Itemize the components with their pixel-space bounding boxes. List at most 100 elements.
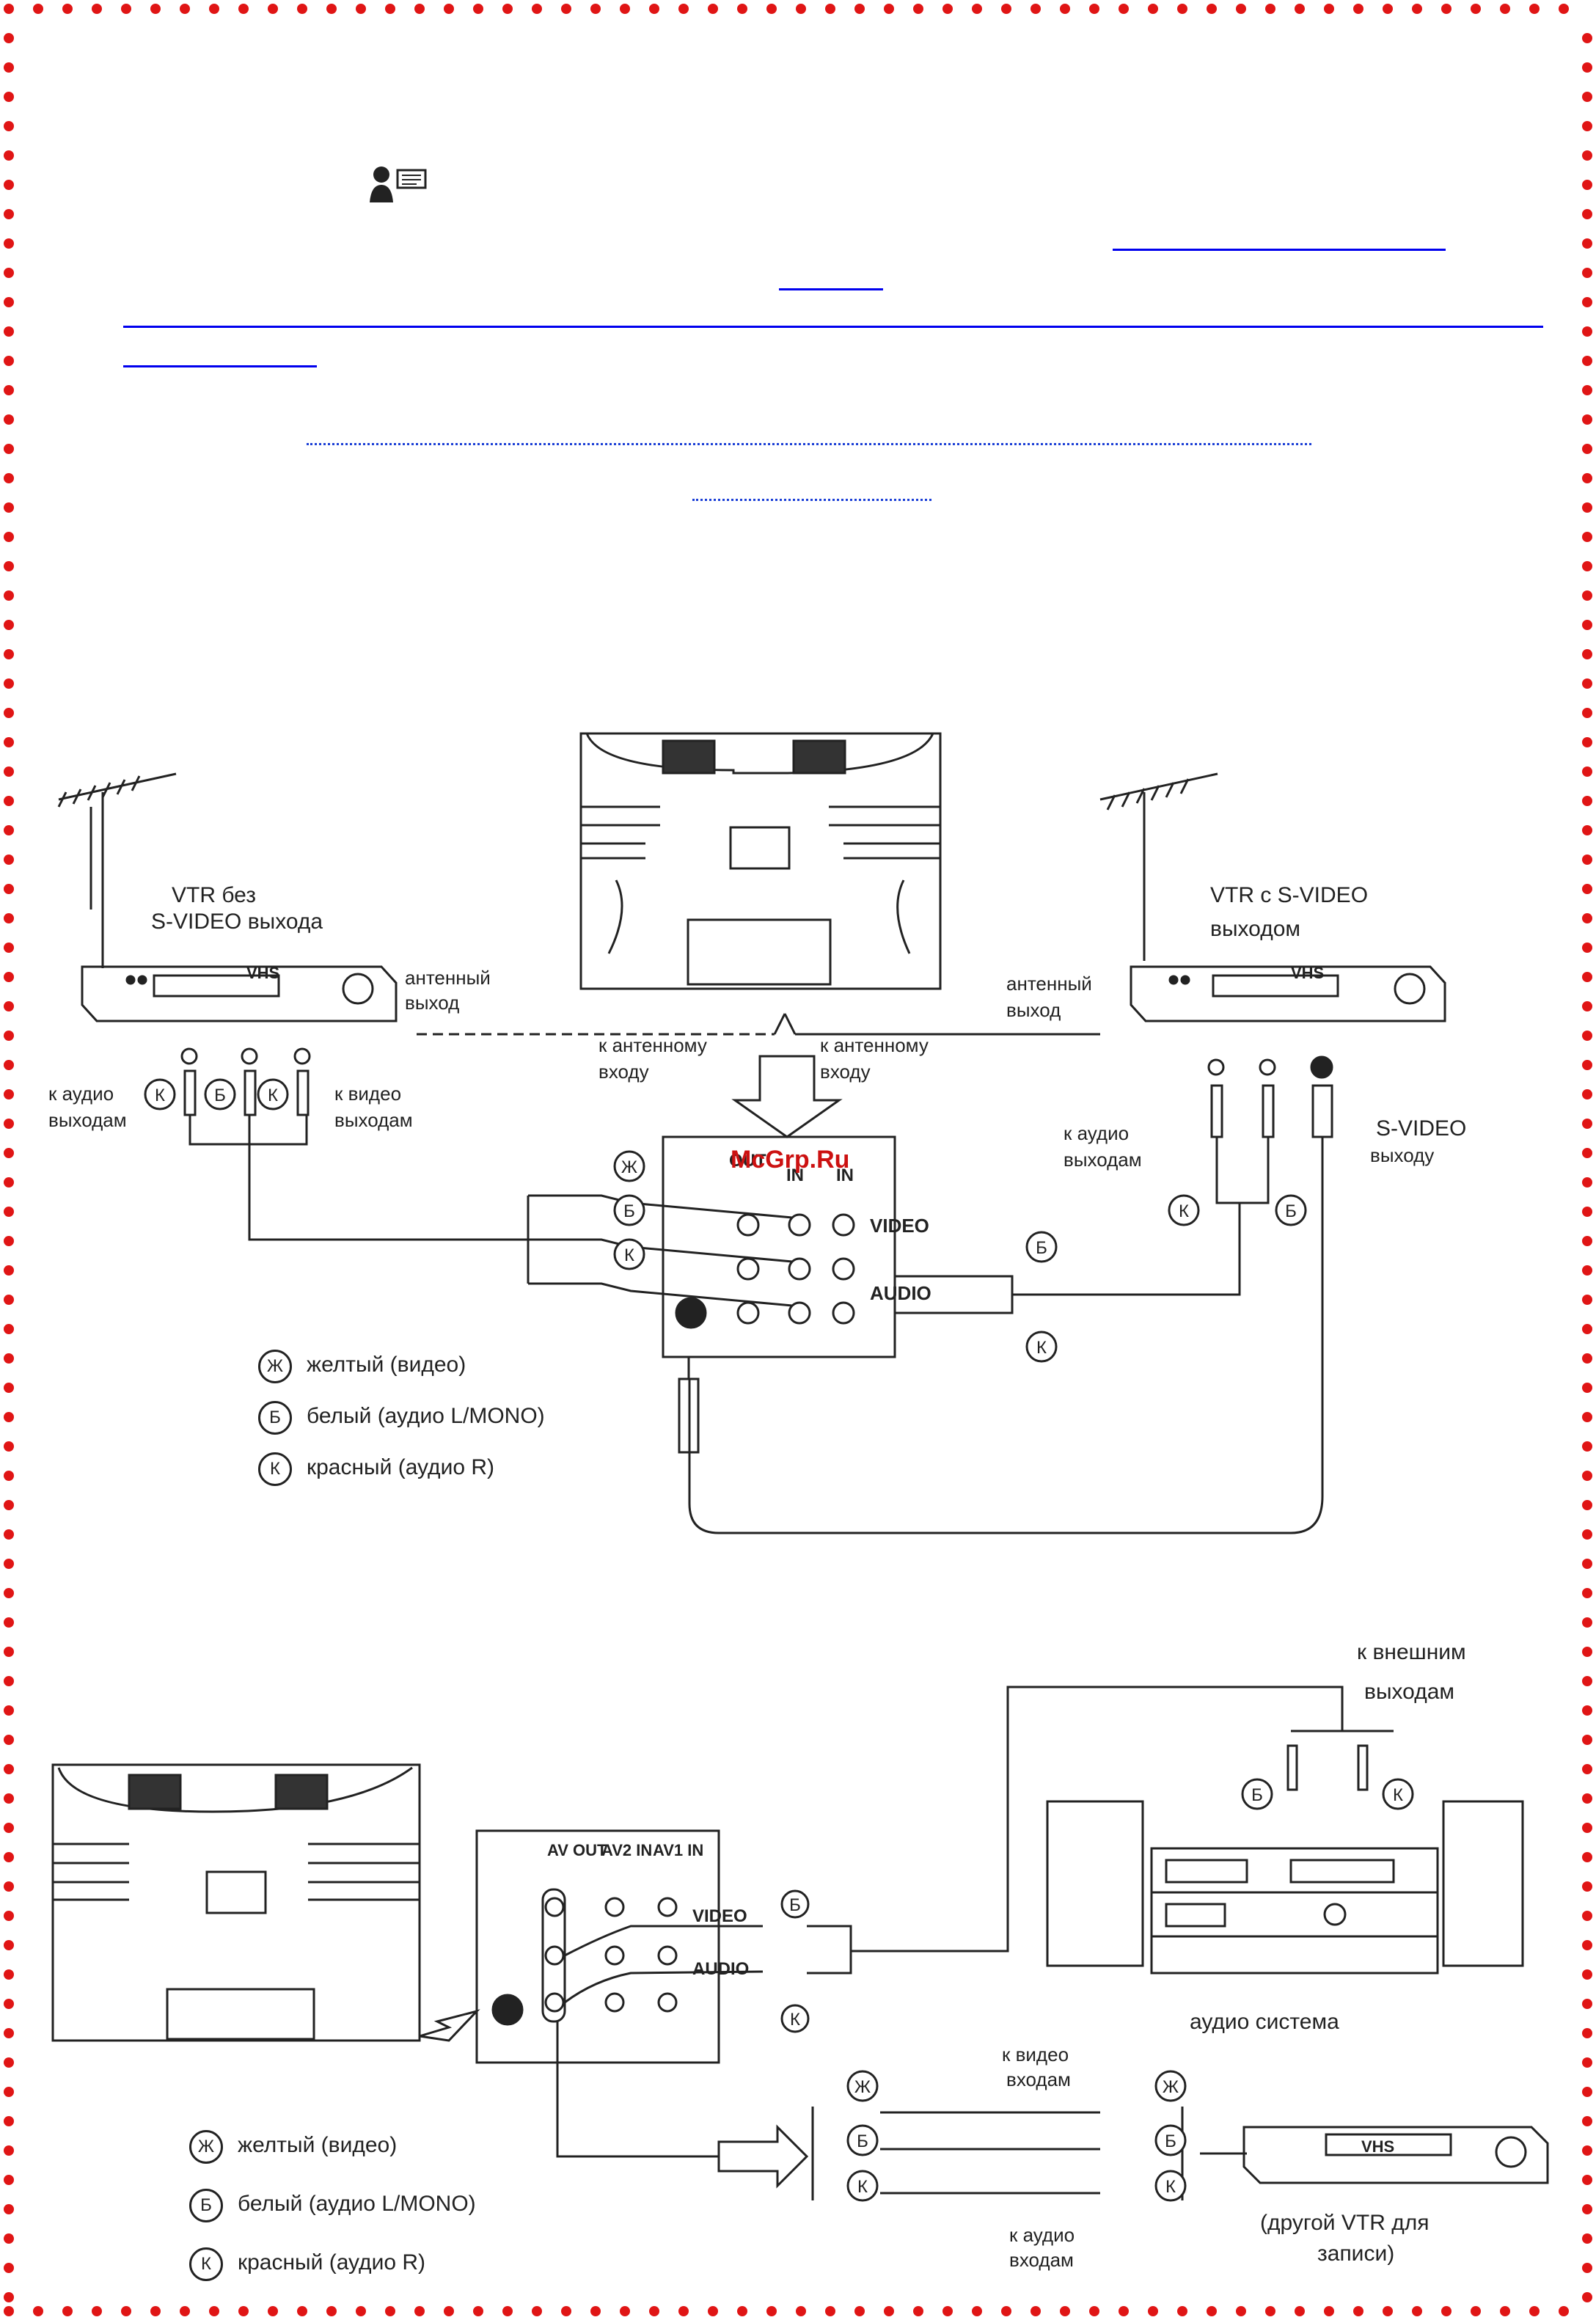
border-dot [1582,1852,1592,1862]
to-audio-out-left-1: к аудио [48,1083,114,1105]
border-dot [1148,2306,1158,2316]
to-ext-outputs-2: выходам [1364,1680,1455,1704]
border-dot [532,4,542,14]
border-dot [561,2306,571,2316]
border-dot [1001,4,1011,14]
border-dot [1582,972,1592,982]
border-dot [1582,268,1592,278]
border-dot [62,4,73,14]
antenna-out-left-1: антенный [405,967,491,989]
border-dot [4,502,14,513]
border-dot [4,150,14,161]
border-dot [1324,2306,1334,2316]
border-dot [1001,2306,1011,2316]
border-dot [708,2306,718,2316]
border-dot [1582,532,1592,542]
border-dot [4,297,14,307]
border-dot [1582,2087,1592,2097]
border-dot [1582,1119,1592,1129]
svg-text:Б: Б [1036,1238,1047,1258]
svg-text:Ж: Ж [621,1157,637,1177]
border-dot [4,1265,14,1276]
border-dot [1582,444,1592,454]
border-dot [4,855,14,865]
svg-text:VHS: VHS [1291,964,1324,982]
border-dot [1177,4,1187,14]
border-dot [1582,855,1592,865]
border-dot [209,4,219,14]
border-dot [209,2306,219,2316]
border-dot [766,2306,777,2316]
border-dot [356,2306,366,2316]
border-dot [1089,4,1099,14]
border-dot [1582,356,1592,366]
border-dot [121,4,131,14]
border-dot [33,2306,43,2316]
border-dot [4,1999,14,2009]
border-dot [1582,1705,1592,1716]
border-dot [1582,92,1592,102]
link-underline-1[interactable] [1113,249,1446,251]
border-dot [4,62,14,73]
border-dot [649,4,659,14]
border-dot [1582,766,1592,777]
border-dot [1582,796,1592,806]
border-dot [942,2306,953,2316]
vtr-left-label-2: S-VIDEO выхода [151,910,323,934]
border-dot [1353,4,1363,14]
border-dot [1177,2306,1187,2316]
to-ext-outputs-1: к внешним [1357,1640,1466,1664]
border-dot [4,1529,14,1540]
border-dot [414,2306,425,2316]
border-dot [1582,1793,1592,1804]
svg-text:Б: Б [1251,1785,1263,1805]
border-dot [1060,2306,1070,2316]
border-dot [1559,2306,1569,2316]
spellcheck-underline-2 [692,499,931,501]
border-dot [1582,1823,1592,1833]
border-dot [180,4,190,14]
border-dot [1582,884,1592,894]
border-dot [1295,2306,1305,2316]
link-underline-2[interactable] [779,288,883,290]
tv-rear-top [579,732,942,990]
border-dot [590,4,601,14]
border-dot [4,2116,14,2126]
border-dot [4,4,14,14]
border-dot [1582,1764,1592,1774]
border-dot [1582,1031,1592,1041]
border-dot [796,4,806,14]
border-dot [1500,2306,1510,2316]
to-audio-inputs-2: входам [1009,2249,1074,2271]
border-dot [1582,62,1592,73]
svg-text:OUT: OUT [729,1151,766,1171]
link-underline-4[interactable] [123,365,317,367]
border-dot [1582,2175,1592,2185]
border-dot [1031,4,1041,14]
border-dot [1441,2306,1452,2316]
border-dot [4,356,14,366]
border-dot [1582,825,1592,835]
border-dot [1582,1559,1592,1569]
vtr-left [81,965,398,1022]
spellcheck-underline-1 [307,443,1311,445]
border-dot [1207,2306,1217,2316]
border-dot [62,2306,73,2316]
other-vtr-label-1: (другой VTR для [1260,2211,1430,2235]
border-dot [1265,4,1275,14]
border-dot [4,708,14,718]
border-dot [4,1500,14,1510]
border-dot [4,1559,14,1569]
border-dot [4,1441,14,1452]
border-dot [1500,4,1510,14]
border-dot [1582,943,1592,953]
audio-system [1046,1800,1524,1975]
border-dot [180,2306,190,2316]
border-dot [473,4,483,14]
border-dot [1582,708,1592,718]
border-dot [4,590,14,601]
svg-text:VHS: VHS [246,964,279,982]
border-dot [1324,4,1334,14]
link-underline-3[interactable] [123,326,1543,328]
border-dot [1582,326,1592,337]
